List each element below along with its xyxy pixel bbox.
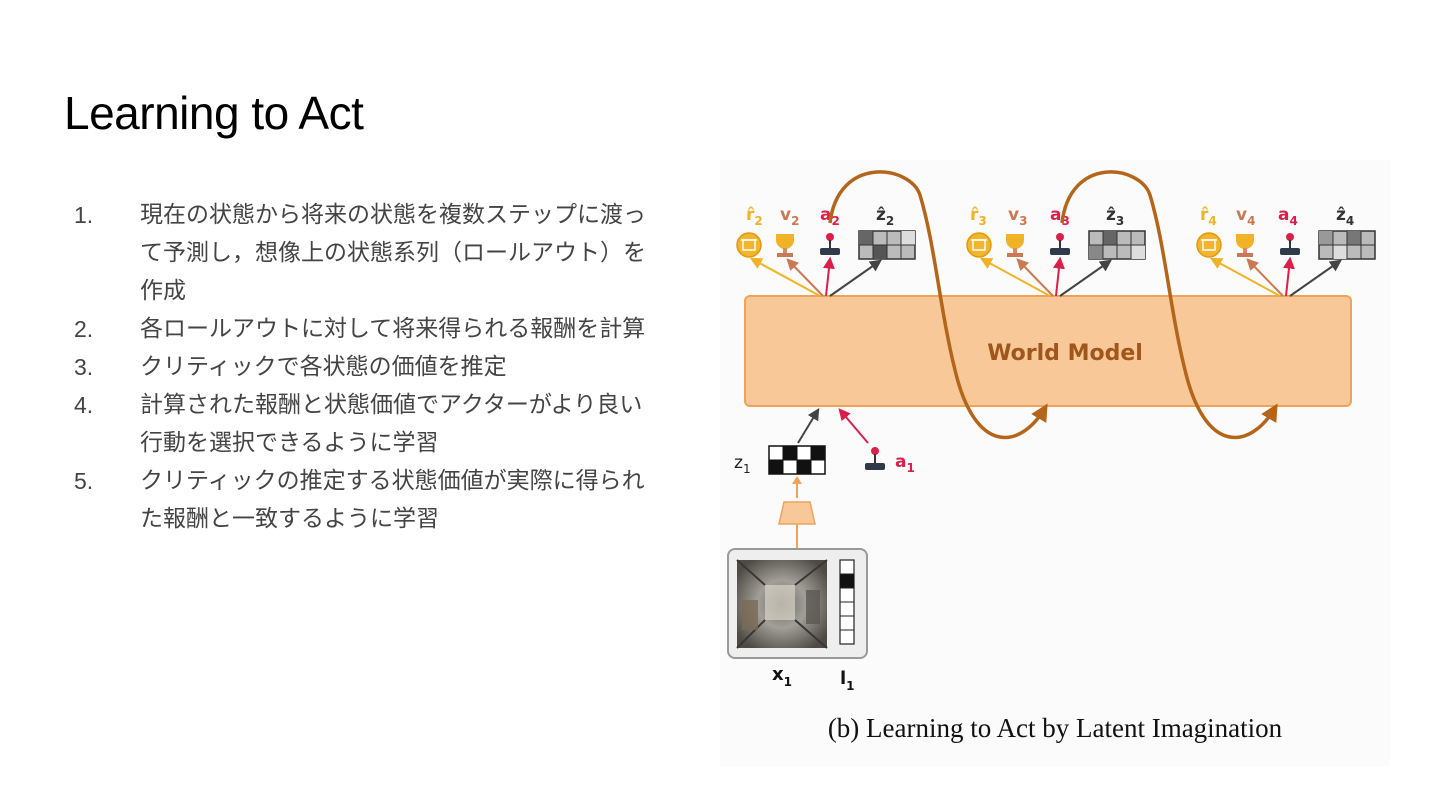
imagination-step-3: r̂3 v3 a3 ẑ3 <box>966 205 1146 297</box>
value-arrow <box>786 258 824 297</box>
list-item: 1. 現在の状態から将来の状態を複数ステップに渡って予測し，想像上の状態系列（ロ… <box>74 196 674 310</box>
step-text: 現在の状態から将来の状態を複数ステップに渡って予測し，想像上の状態系列（ロールア… <box>140 202 646 304</box>
dreamer-diagram: World Model r̂2 v2 a2 ẑ2 r̂3 v3 a3 ẑ3 <box>727 170 1376 693</box>
reward-arrow <box>1209 257 1281 297</box>
list-item: 4. 計算された報酬と状態価値でアクターがより良い行動を選択できるように学習 <box>74 386 674 462</box>
loop-arrow-step-3 <box>1060 170 1278 440</box>
latent-arrow <box>829 259 882 297</box>
encoder-block <box>778 501 816 525</box>
l1-label: l1 <box>840 668 855 693</box>
action-label: a4 <box>1278 205 1298 228</box>
action-arrow <box>823 256 835 297</box>
step-number: 5. <box>74 468 94 494</box>
figure-caption: (b) Learning to Act by Latent Imaginatio… <box>827 713 1283 743</box>
action-label: a3 <box>1050 205 1070 228</box>
value-label: v4 <box>1236 205 1255 228</box>
imagination-step-4: r̂4 v4 a4 ẑ4 <box>1196 205 1376 297</box>
step-text: 各ロールアウトに対して将来得られる報酬を計算 <box>140 316 646 342</box>
value-label: v3 <box>1008 205 1027 228</box>
step-number: 3. <box>74 354 94 380</box>
value-label: v2 <box>780 205 799 228</box>
list-item: 2. 各ロールアウトに対して将来得られる報酬を計算 <box>74 310 674 348</box>
joystick-icon <box>865 447 885 470</box>
joystick-icon <box>1280 233 1300 255</box>
trophy-icon <box>776 234 794 257</box>
state-vector-icon <box>839 559 855 645</box>
imagination-step-2: r̂2 v2 a2 ẑ2 <box>736 205 916 297</box>
value-arrow <box>1246 258 1284 297</box>
latent-label: ẑ4 <box>1336 205 1354 228</box>
list-item: 3. クリティックで各状態の価値を推定 <box>74 348 674 386</box>
action-arrow <box>1053 256 1065 297</box>
observation-image <box>736 559 828 649</box>
trophy-icon <box>1006 234 1024 257</box>
a1-to-world-model-arrow <box>838 408 869 444</box>
action-arrow <box>1283 256 1295 297</box>
latent-label: ẑ2 <box>876 205 894 228</box>
joystick-icon <box>820 233 840 255</box>
z1-label: z1 <box>734 453 751 476</box>
step-number: 4. <box>74 392 94 418</box>
a1-label: a1 <box>895 452 915 475</box>
z1-to-world-model-arrow <box>797 407 820 444</box>
joystick-icon <box>1050 233 1070 255</box>
step-text: クリティックの推定する状態価値が実際に得られた報酬と一致するように学習 <box>140 468 645 532</box>
trophy-icon <box>1236 234 1254 257</box>
encoder-arrowhead <box>792 476 802 484</box>
slide-title: Learning to Act <box>64 87 364 139</box>
coin-icon <box>1196 232 1222 258</box>
reward-label: r̂3 <box>970 205 987 228</box>
latent-label: ẑ3 <box>1106 205 1124 228</box>
step-text: 計算された報酬と状態価値でアクターがより良い行動を選択できるように学習 <box>140 392 643 456</box>
latent-grid-z1-icon <box>768 445 826 475</box>
reward-arrow <box>749 257 821 297</box>
latent-arrow <box>1059 259 1112 297</box>
reward-label: r̂4 <box>1200 205 1217 228</box>
reward-label: r̂2 <box>746 205 763 228</box>
latent-grid-icon <box>1088 230 1146 260</box>
latent-arrow <box>1289 259 1342 297</box>
dreamer-figure: World Model r̂2 v2 a2 ẑ2 r̂3 v3 a3 ẑ3 <box>720 160 1390 766</box>
x1-label: x1 <box>772 664 792 689</box>
value-arrow <box>1016 258 1054 297</box>
latent-grid-icon <box>1318 230 1376 260</box>
list-item: 5. クリティックの推定する状態価値が実際に得られた報酬と一致するように学習 <box>74 462 674 538</box>
step-number: 1. <box>74 202 94 228</box>
latent-grid-icon <box>858 230 916 260</box>
action-label: a2 <box>820 205 840 228</box>
world-model-label: World Model <box>987 341 1143 366</box>
coin-icon <box>736 232 762 258</box>
reward-arrow <box>979 257 1051 297</box>
coin-icon <box>966 232 992 258</box>
steps-list: 1. 現在の状態から将来の状態を複数ステップに渡って予測し，想像上の状態系列（ロ… <box>74 196 674 538</box>
step-number: 2. <box>74 316 94 342</box>
loop-arrow-step-2 <box>828 170 1048 440</box>
step-text: クリティックで各状態の価値を推定 <box>140 354 507 380</box>
